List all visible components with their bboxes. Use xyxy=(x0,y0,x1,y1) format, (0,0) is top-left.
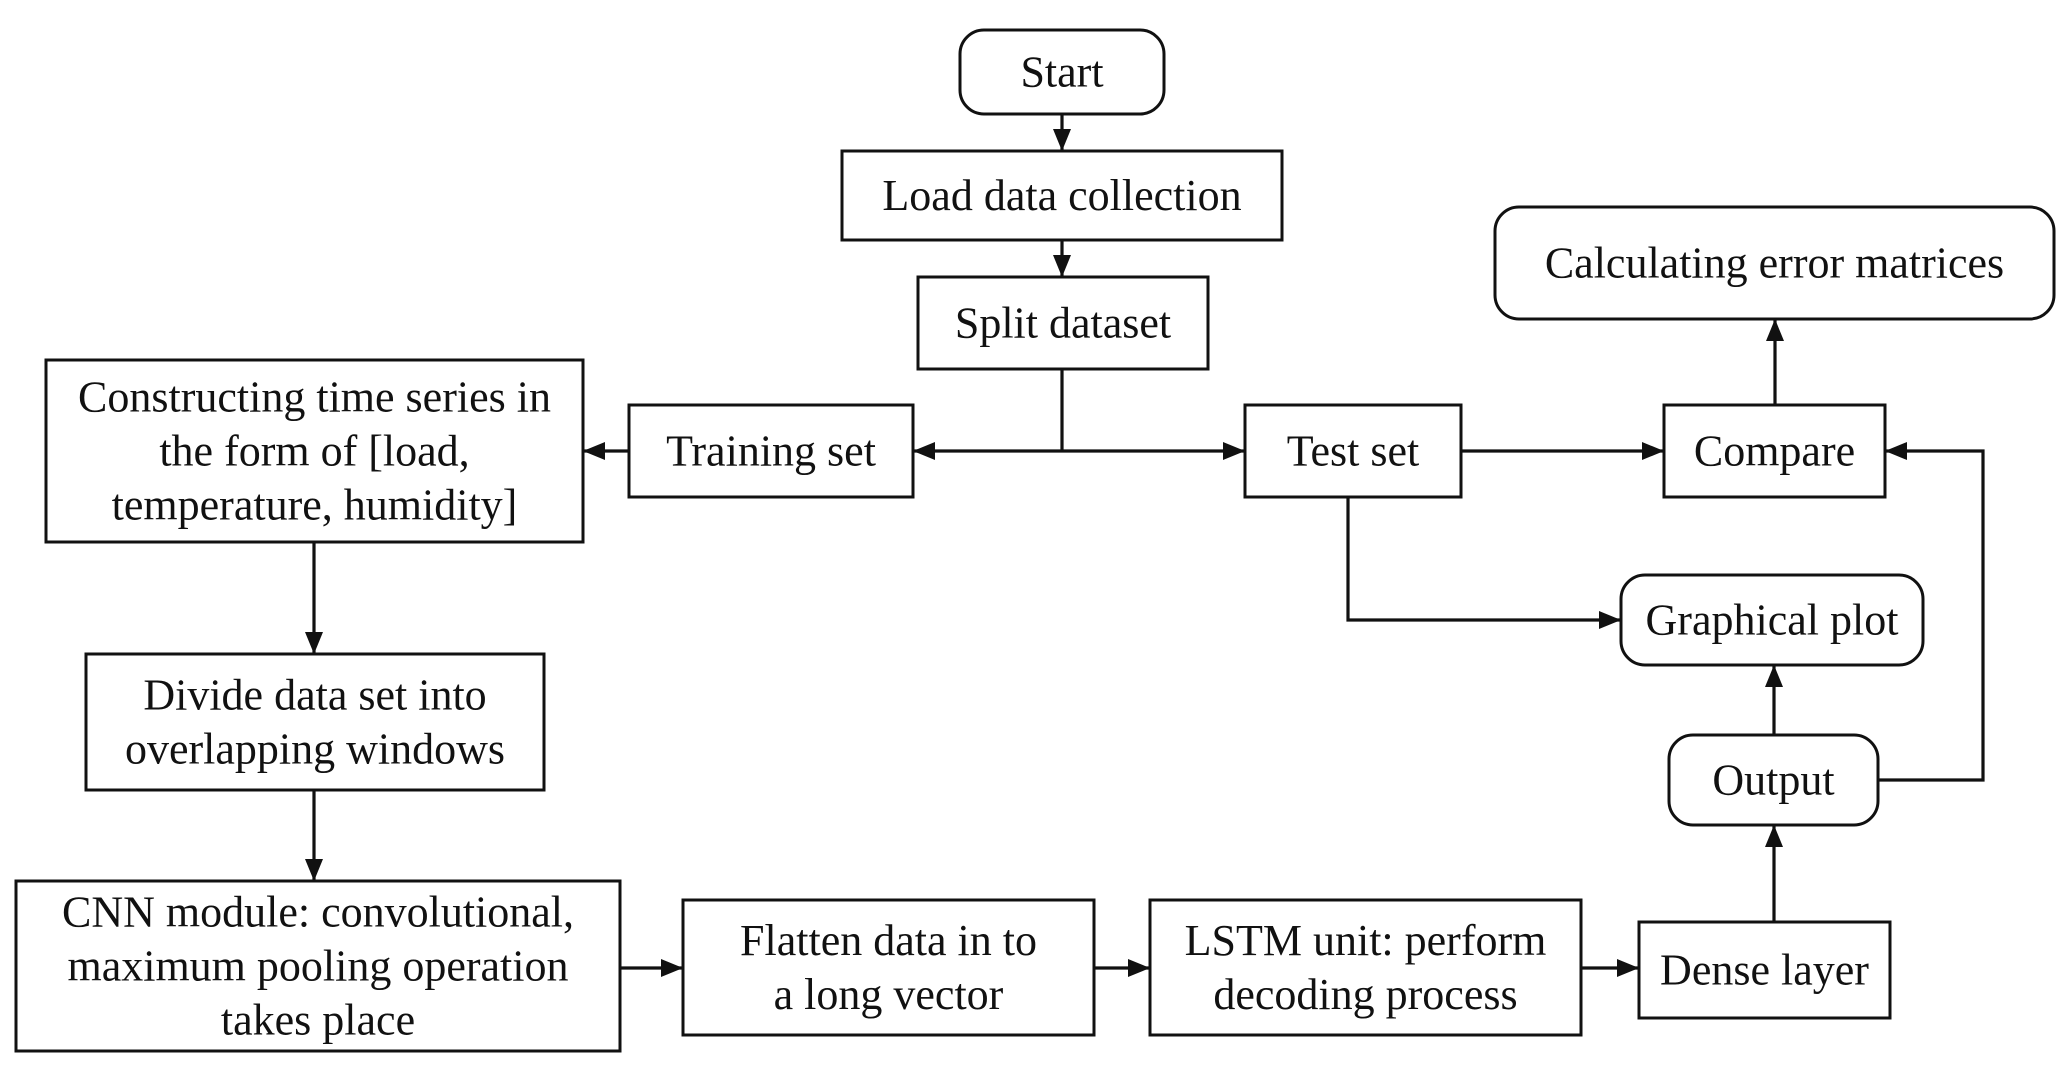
node-label: Test set xyxy=(1287,427,1420,476)
node-label: Output xyxy=(1712,756,1834,805)
edge-cnn-to-flatten-head xyxy=(661,959,683,977)
node-label: Load data collection xyxy=(882,171,1241,220)
node-box xyxy=(1243,403,1463,499)
node-box xyxy=(84,652,546,792)
node-label: Start xyxy=(1020,48,1103,97)
node-flatten: Flatten data in to a long vector xyxy=(681,898,1096,1037)
edge-output-to-plot-head xyxy=(1765,665,1783,687)
node-box xyxy=(1148,898,1583,1037)
node-label: Compare xyxy=(1694,427,1855,476)
edge-test-to-plot-head xyxy=(1599,611,1621,629)
node-label: Calculating error matrices xyxy=(1545,239,2004,288)
node-training-set: Training set xyxy=(627,403,915,499)
edge-dense-to-output-head xyxy=(1765,825,1783,847)
node-label: takes place xyxy=(221,996,415,1045)
node-output: Output xyxy=(1667,733,1880,827)
edge-split-to-test-head xyxy=(1223,442,1245,460)
node-label: Dense layer xyxy=(1660,946,1869,995)
edge-test-to-plot xyxy=(1346,497,1621,622)
edge-flatten-to-lstm-head xyxy=(1128,959,1150,977)
node-label: Split dataset xyxy=(955,299,1171,348)
node-label: decoding process xyxy=(1213,970,1517,1019)
node-label: a long vector xyxy=(774,970,1004,1019)
node-graphical-plot: Graphical plot xyxy=(1619,573,1925,667)
node-lstm: LSTM unit: perform decoding process xyxy=(1148,898,1583,1037)
node-box xyxy=(681,898,1096,1037)
node-label: Graphical plot xyxy=(1646,596,1899,645)
node-test-set: Test set xyxy=(1243,403,1463,499)
edge-output-to-compare xyxy=(1878,449,1985,782)
edge-divide-to-cnn-head xyxy=(305,859,323,881)
edge-split-to-training-head xyxy=(913,442,935,460)
node-label: Constructing time series in xyxy=(78,373,551,422)
node-box xyxy=(1667,733,1880,827)
node-box xyxy=(1662,403,1887,499)
node-label: the form of [load, xyxy=(159,427,469,476)
node-label: CNN module: convolutional, xyxy=(62,888,574,937)
node-start: Start xyxy=(958,28,1166,116)
edge-start-to-load-head xyxy=(1053,129,1071,151)
edge-output-to-compare-head xyxy=(1885,442,1907,460)
node-box xyxy=(14,879,622,1053)
flowchart-edges xyxy=(305,114,1985,977)
node-label: overlapping windows xyxy=(125,725,505,774)
node-split-dataset: Split dataset xyxy=(916,275,1210,371)
node-construct-series: Constructing time series in the form of [… xyxy=(44,358,585,544)
edge-construct-to-divide-head xyxy=(305,632,323,654)
node-box xyxy=(1637,920,1892,1020)
node-divide-windows: Divide data set into overlapping windows xyxy=(84,652,546,792)
node-box xyxy=(1493,205,2056,321)
edge-lstm-to-dense-head xyxy=(1617,959,1639,977)
node-box xyxy=(1619,573,1925,667)
node-box xyxy=(627,403,915,499)
edge-test-to-compare-head xyxy=(1642,442,1664,460)
node-error-metrics: Calculating error matrices xyxy=(1493,205,2056,321)
node-load-data: Load data collection xyxy=(840,149,1284,242)
edge-training-to-construct-head xyxy=(583,442,605,460)
node-label: Training set xyxy=(666,427,876,476)
edge-load-to-split-head xyxy=(1053,255,1071,277)
node-label: LSTM unit: perform xyxy=(1185,916,1547,965)
node-label: temperature, humidity] xyxy=(112,481,518,530)
node-compare: Compare xyxy=(1662,403,1887,499)
edge-compare-to-error-head xyxy=(1766,319,1784,341)
node-cnn-module: CNN module: convolutional, maximum poolin… xyxy=(14,879,622,1053)
node-box xyxy=(916,275,1210,371)
node-box xyxy=(840,149,1284,242)
node-label: maximum pooling operation xyxy=(67,942,568,991)
node-box xyxy=(44,358,585,544)
node-box xyxy=(958,28,1166,116)
node-dense: Dense layer xyxy=(1637,920,1892,1020)
node-label: Divide data set into xyxy=(143,671,486,720)
node-label: Flatten data in to xyxy=(740,916,1037,965)
